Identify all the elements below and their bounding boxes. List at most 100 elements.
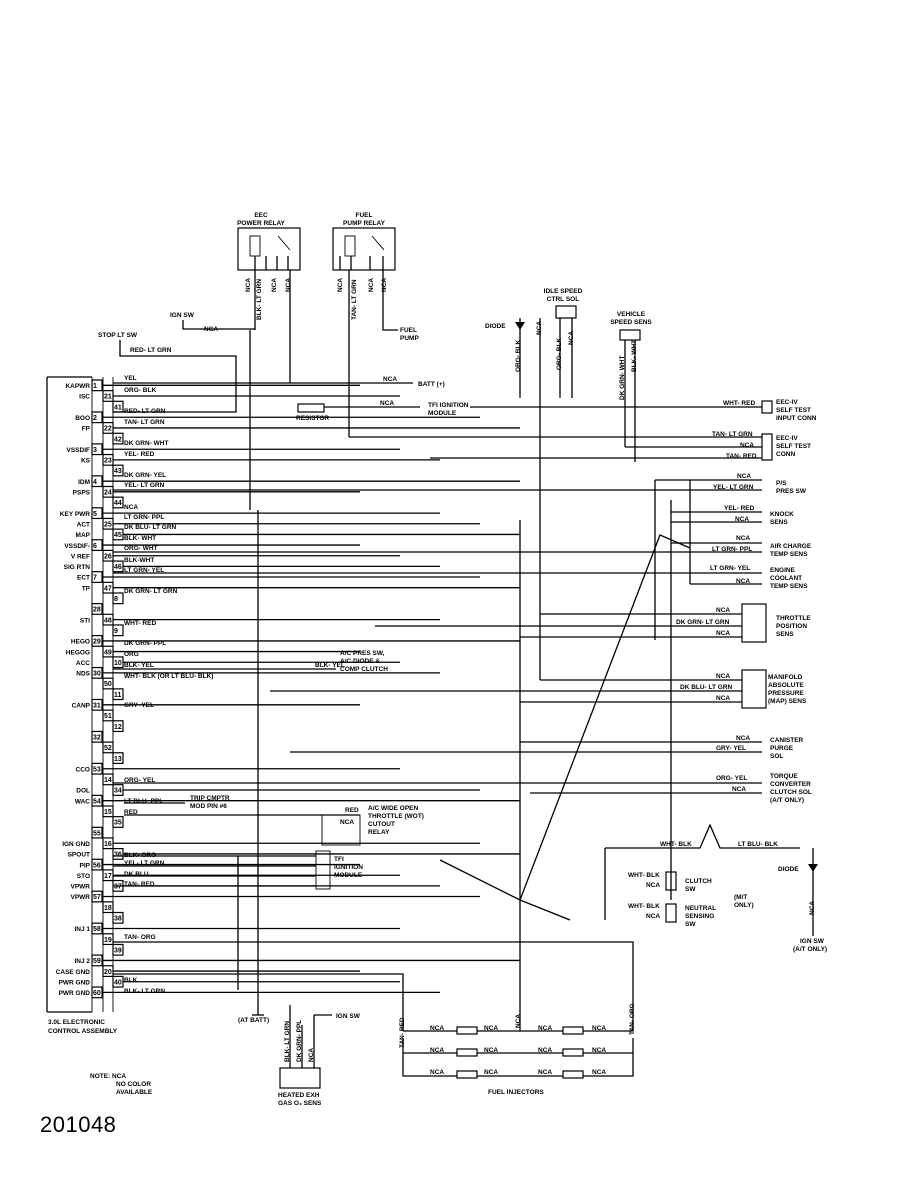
svg-text:MOD PIN #6: MOD PIN #6 <box>190 803 227 810</box>
ecu-pin-number: 9 <box>114 628 118 635</box>
ecu-pin-label: SIG RTN <box>64 564 91 571</box>
ecu-pin-box <box>112 496 124 509</box>
wire-color-label: ORG- BLK <box>124 387 156 394</box>
canister-purge-sol: NCA GRY- YEL CANISTER PURGE SOL <box>290 735 804 760</box>
svg-text:NCA: NCA <box>809 901 816 915</box>
svg-text:RED- LT GRN: RED- LT GRN <box>130 347 172 354</box>
ecu-pin-box <box>112 592 124 605</box>
ecu-title-line-1: 3.0L ELECTRONIC <box>48 1019 105 1026</box>
ecu-pin-box <box>112 752 124 764</box>
ecu-pin-number: 18 <box>104 905 112 912</box>
ps-pres-sw: NCA YEL- LT GRN P/S PRES SW <box>113 473 807 495</box>
svg-text:SW: SW <box>685 921 696 928</box>
svg-text:ORG- BLK: ORG- BLK <box>515 340 522 372</box>
ecu-pin-label: INJ 1 <box>74 926 90 933</box>
ecu-pin-number: 12 <box>114 724 122 731</box>
svg-text:TAN- RED: TAN- RED <box>726 453 757 460</box>
engine-coolant-temp-sens: LT GRN- YEL NCA ENGINE COOLANT TEMP SENS <box>113 565 808 590</box>
ecu-pin-label: PWR GND <box>59 979 91 986</box>
wire-color-label: WHT- BLK (OR LT BLU- BLK) <box>124 673 213 680</box>
svg-text:LT BLU- BLK: LT BLU- BLK <box>738 841 778 848</box>
svg-text:NO COLOR: NO COLOR <box>116 1081 151 1088</box>
svg-text:TFI: TFI <box>334 856 344 863</box>
svg-text:NCA: NCA <box>732 786 746 793</box>
ecu-pin-box <box>102 933 114 946</box>
ecu-pin-number: 36 <box>114 852 122 859</box>
svg-text:SOL: SOL <box>770 753 783 760</box>
eec-power-relay: EEC POWER RELAY NCA BLK- LT GRN NCA NCA <box>237 212 301 330</box>
ecu-pin-box <box>102 901 114 914</box>
svg-text:NCA: NCA <box>716 695 730 702</box>
diode-label: DIODE <box>485 323 506 330</box>
ecu-pin-number: 15 <box>104 809 112 816</box>
wire-color-label: YEL- LT GRN <box>124 482 165 489</box>
svg-text:NCA: NCA <box>308 1048 315 1062</box>
ecu-pin-box <box>112 464 124 477</box>
svg-text:(MAP) SENS: (MAP) SENS <box>768 698 807 705</box>
svg-text:FUEL: FUEL <box>400 327 417 334</box>
svg-text:LT GRN- YEL: LT GRN- YEL <box>710 565 750 572</box>
ecu-pin-number: 24 <box>104 490 112 497</box>
svg-text:NCA: NCA <box>740 442 754 449</box>
ecu-pin-label: KAPWR <box>65 383 90 390</box>
ecu-pin-box <box>112 432 124 445</box>
svg-text:IGN SW: IGN SW <box>800 938 825 945</box>
resistor-label: RESISTOR <box>296 415 329 422</box>
svg-text:NCA: NCA <box>736 535 750 542</box>
ign-sw-label: IGN SW <box>170 312 195 319</box>
ecu-pin-label: ACC <box>76 660 90 667</box>
svg-text:THROTTLE: THROTTLE <box>776 615 811 622</box>
svg-text:NCA: NCA <box>646 882 660 889</box>
ecu-pin-number: 57 <box>93 894 101 901</box>
ecu-pin-label: STI <box>80 617 90 624</box>
svg-text:NCA: NCA <box>737 473 751 480</box>
svg-text:ORG- YEL: ORG- YEL <box>716 775 747 782</box>
svg-text:ENGINE: ENGINE <box>770 567 796 574</box>
svg-text:ONLY): ONLY) <box>734 902 754 909</box>
svg-text:PUMP: PUMP <box>400 335 419 342</box>
ecu-pin-number: 47 <box>104 585 112 592</box>
ecu-pin-box <box>102 773 114 786</box>
wire-color-label: BLK <box>124 977 138 984</box>
ecu-pin-number: 20 <box>104 969 112 976</box>
wire-color-label: YEL <box>124 375 137 382</box>
ecu-pin-label: DOL <box>76 788 90 795</box>
svg-text:SELF TEST: SELF TEST <box>776 443 811 450</box>
ecu-pin-label: KEY PWR <box>60 511 91 518</box>
wire-color-label: GRY- YEL <box>124 702 154 709</box>
ecu-pin-label: BOO <box>75 415 90 422</box>
svg-text:RELAY: RELAY <box>368 829 390 836</box>
svg-text:SENSING: SENSING <box>685 913 714 920</box>
ecu-pin-number: 16 <box>104 841 112 848</box>
wire-color-label: DK GRN- YEL <box>124 472 166 479</box>
ecu-pin-number: 19 <box>104 937 112 944</box>
svg-text:COMP CLUTCH: COMP CLUTCH <box>340 666 388 673</box>
ecu-pin-number: 38 <box>114 916 122 923</box>
svg-text:YEL- RED: YEL- RED <box>724 505 755 512</box>
ecu-pin-number: 26 <box>104 553 112 560</box>
ecu-pin-number: 39 <box>114 947 122 954</box>
svg-text:LT GRN- PPL: LT GRN- PPL <box>712 546 752 553</box>
svg-text:NCA: NCA <box>592 1069 606 1076</box>
svg-text:BLK- WHT: BLK- WHT <box>631 340 638 372</box>
svg-text:SPEED SENS: SPEED SENS <box>610 319 652 326</box>
ecu-pin-number: 35 <box>114 820 122 827</box>
ecu-pin-number: 7 <box>93 575 97 582</box>
ecu-pin-box <box>112 720 124 733</box>
svg-text:ABSOLUTE: ABSOLUTE <box>768 682 804 689</box>
wire-color-label: RED <box>124 809 138 816</box>
ecu-pin-number: 34 <box>114 788 122 795</box>
svg-text:POSITION: POSITION <box>776 623 807 630</box>
svg-text:NCA: NCA <box>538 1069 552 1076</box>
ecu-pin-number: 22 <box>104 426 112 433</box>
svg-text:NCA: NCA <box>340 819 354 826</box>
svg-text:PURGE: PURGE <box>770 745 794 752</box>
svg-text:EEC: EEC <box>254 212 268 219</box>
svg-text:TEMP SENS: TEMP SENS <box>770 583 808 590</box>
svg-text:PRES SW: PRES SW <box>776 488 807 495</box>
svg-text:A/C WIDE OPEN: A/C WIDE OPEN <box>368 805 419 812</box>
torque-converter-clutch-sol: ORG- YEL NCA TORQUE CONVERTER CLUTCH SOL… <box>113 773 812 804</box>
svg-text:(AT BATT): (AT BATT) <box>238 1017 269 1024</box>
svg-text:NCA: NCA <box>735 516 749 523</box>
ecu-pin-label: CCO <box>76 766 90 773</box>
